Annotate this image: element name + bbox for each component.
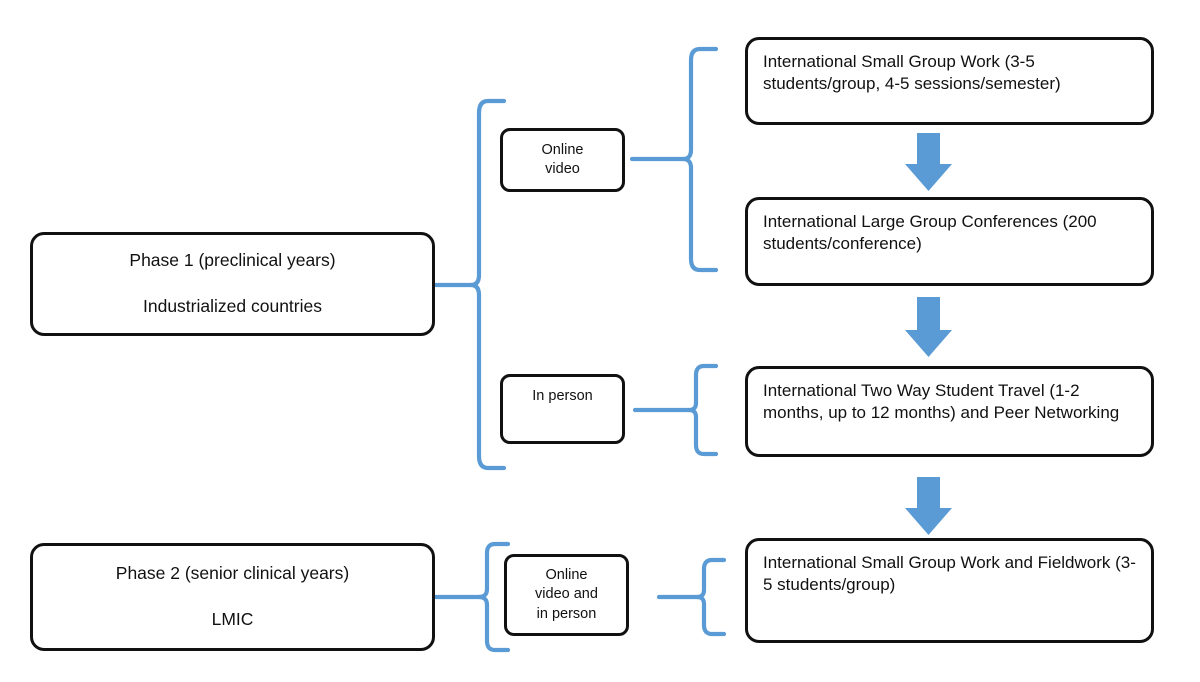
modality-in-person-box[interactable]: In person [500, 374, 625, 444]
phase2-to-modality-brace [433, 541, 511, 653]
activity-two-way-student-travel-label: International Two Way Student Travel (1-… [763, 381, 1120, 423]
online-video-to-activities-brace [629, 46, 719, 273]
arrow-conferences-to-travel [905, 297, 952, 357]
arrow-small-group-to-conferences [905, 133, 952, 191]
phase1-to-modalities-brace [433, 98, 507, 471]
phase-1-line-1: Phase 1 (preclinical years) [129, 250, 336, 271]
activity-large-group-conferences-box[interactable]: International Large Group Conferences (2… [745, 197, 1154, 286]
activity-two-way-student-travel-box[interactable]: International Two Way Student Travel (1-… [745, 366, 1154, 457]
modality-in-person-label: In person [532, 388, 593, 404]
modality-online-video-box[interactable]: Online video [500, 128, 625, 192]
activity-small-group-fieldwork-label: International Small Group Work and Field… [763, 553, 1136, 595]
activity-large-group-conferences-label: International Large Group Conferences (2… [763, 212, 1097, 254]
activity-small-group-work-box[interactable]: International Small Group Work (3-5 stud… [745, 37, 1154, 125]
activity-small-group-work-label: International Small Group Work (3-5 stud… [763, 52, 1061, 94]
phase-1-box[interactable]: Phase 1 (preclinical years) Industrializ… [30, 232, 435, 336]
modality-online-video-label: Online video [541, 141, 584, 177]
arrow-travel-to-fieldwork [905, 477, 952, 535]
in-person-to-activity-brace [632, 363, 719, 457]
modality-online-video-and-in-person-box[interactable]: Online video and in person [504, 554, 629, 636]
phase-1-line-2: Industrialized countries [143, 296, 322, 316]
phase-2-line-2: LMIC [211, 609, 254, 629]
phase-2-line-1: Phase 2 (senior clinical years) [115, 563, 350, 584]
modality-to-fieldwork-brace [656, 557, 727, 637]
activity-small-group-fieldwork-box[interactable]: International Small Group Work and Field… [745, 538, 1154, 643]
phase-2-box[interactable]: Phase 2 (senior clinical years) LMIC [30, 543, 435, 651]
modality-online-video-and-in-person-label: Online video and in person [535, 567, 598, 622]
